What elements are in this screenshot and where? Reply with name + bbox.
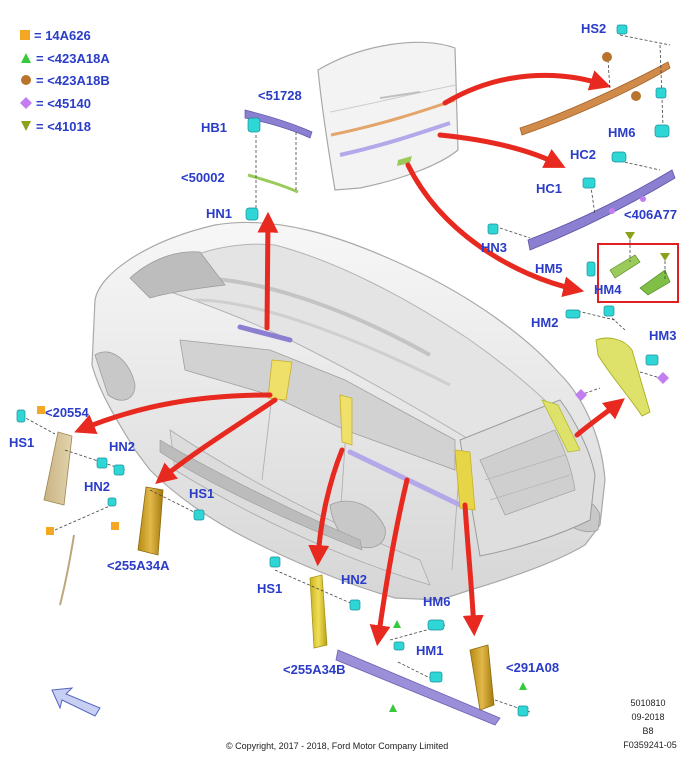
label-hm1: HM1	[416, 643, 444, 658]
label-hm6-bottom: HM6	[423, 594, 451, 609]
label-hn2-a: HN2	[109, 439, 136, 454]
label-51728: <51728	[258, 88, 302, 103]
legend-text: = <41018	[36, 118, 91, 134]
label-hn2-bottom: HN2	[341, 572, 368, 587]
legend-text: = <45140	[36, 95, 91, 111]
legend-text: = 14A626	[34, 27, 91, 43]
label-291a08: <291A08	[506, 660, 560, 675]
label-hc1: HC1	[536, 181, 563, 196]
label-255a34a: <255A34A	[107, 558, 170, 573]
square-icon	[20, 30, 30, 40]
label-hm6-top: HM6	[608, 125, 636, 140]
label-hs2: HS2	[581, 21, 607, 36]
lower-center-parts	[274, 569, 531, 726]
red-arrows	[74, 70, 625, 647]
label-hc2: HC2	[570, 147, 597, 162]
label-hm3: HM3	[649, 328, 677, 343]
circle-icon	[21, 75, 31, 85]
label-406a77: <406A77	[624, 207, 678, 222]
label-hn3: HN3	[481, 240, 508, 255]
meta-code: 5010810	[630, 698, 666, 708]
label-hm4: HM4	[594, 282, 622, 297]
tailgate-part	[317, 41, 459, 191]
legend-text: = <423A18A	[36, 50, 110, 66]
purple-molding	[499, 159, 676, 251]
triangle-down-icon	[21, 121, 31, 131]
legend-row-triangle-down: = <41018	[20, 118, 91, 134]
label-hn2-b: HN2	[84, 479, 111, 494]
label-hm5: HM5	[535, 261, 563, 276]
meta-figure-id: F0359241-05	[623, 740, 677, 750]
legend-text: = <423A18B	[36, 72, 110, 88]
label-50002: <50002	[181, 170, 225, 185]
rear-pillar-trim	[572, 309, 669, 417]
upper-left-strips	[244, 109, 313, 210]
label-20554: <20554	[45, 405, 89, 420]
copyright-notice: © Copyright, 2017 - 2018, Ford Motor Com…	[226, 741, 449, 751]
triangle-icon	[21, 53, 31, 63]
orange-molding	[519, 34, 671, 136]
legend-row-circle: = <423A18B	[20, 72, 110, 88]
meta-date: 09-2018	[631, 712, 665, 722]
legend-row-diamond: = <45140	[20, 95, 91, 111]
legend-row-triangle: = <423A18A	[20, 50, 110, 66]
clips	[16, 24, 670, 717]
hm4-highlight-box	[597, 232, 679, 303]
meta-rev: B8	[642, 726, 654, 736]
label-hs1-left: HS1	[9, 435, 35, 450]
label-hs1-bottom: HS1	[257, 581, 283, 596]
direction-arrow-icon	[51, 687, 101, 717]
diamond-icon	[20, 97, 32, 109]
label-hs1-mid: HS1	[189, 486, 215, 501]
label-255a34b: <255A34B	[283, 662, 346, 677]
legend-row-square: = 14A626	[20, 27, 91, 43]
label-hb1: HB1	[201, 120, 228, 135]
label-hm2: HM2	[531, 315, 559, 330]
label-hn1: HN1	[206, 206, 233, 221]
